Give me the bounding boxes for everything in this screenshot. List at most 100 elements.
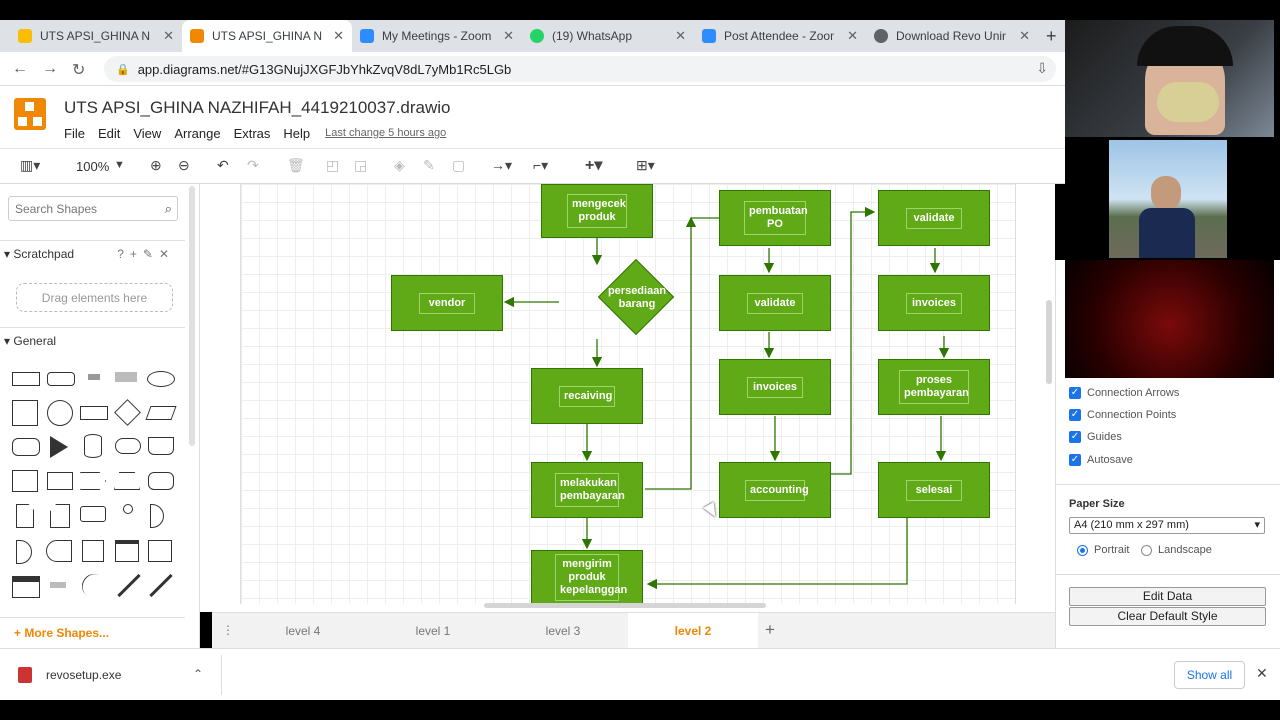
hexagon-shape-icon[interactable] bbox=[12, 438, 40, 456]
close-icon[interactable]: ✕ bbox=[503, 28, 514, 43]
document-shape-icon[interactable] bbox=[148, 437, 174, 455]
reload-icon[interactable]: ↻ bbox=[72, 62, 86, 79]
cylinder-shape-icon[interactable] bbox=[84, 434, 102, 458]
browser-tab-2[interactable]: UTS APSI_GHINA NA ✕ bbox=[182, 20, 352, 52]
format-panel-icon[interactable]: ▥▾ bbox=[20, 157, 41, 173]
redo-icon[interactable]: ↷ bbox=[247, 157, 259, 173]
connection-icon[interactable]: →▾ bbox=[491, 157, 513, 173]
scratchpad-header[interactable]: ▾ Scratchpad ?+✎✕ bbox=[0, 240, 185, 268]
landscape-radio[interactable]: Landscape bbox=[1141, 544, 1212, 556]
close-icon[interactable]: ✕ bbox=[333, 28, 344, 43]
add-page-icon[interactable]: + bbox=[765, 620, 775, 639]
list-item-shape-icon[interactable] bbox=[50, 582, 66, 588]
close-icon[interactable]: ✕ bbox=[163, 28, 174, 43]
connector-arrow[interactable] bbox=[645, 216, 697, 490]
close-icon[interactable]: ✕ bbox=[1256, 665, 1268, 681]
close-icon[interactable]: ✕ bbox=[847, 28, 858, 43]
shadow-icon[interactable]: ▢ bbox=[452, 157, 466, 173]
browser-tab-3[interactable]: My Meetings - Zoom ✕ bbox=[352, 20, 522, 52]
node-melakukan-pembayaran[interactable]: melakukan pembayaran bbox=[531, 462, 643, 518]
note-shape-icon[interactable] bbox=[16, 504, 34, 528]
zoom-level[interactable]: 100% bbox=[76, 159, 110, 174]
step-shape-icon[interactable] bbox=[80, 472, 106, 490]
scratchpad-drop-area[interactable]: Drag elements here bbox=[16, 283, 173, 312]
edit-data-button[interactable]: Edit Data bbox=[1069, 587, 1266, 606]
browser-tab-6[interactable]: Download Revo Unins ✕ bbox=[866, 20, 1038, 52]
search-icon[interactable]: ⌕ bbox=[164, 201, 172, 216]
menu-arrange[interactable]: Arrange bbox=[174, 126, 221, 141]
close-icon[interactable]: ✕ bbox=[675, 28, 686, 43]
node-mengirim-produk[interactable]: mengirim produk kepelanggan bbox=[531, 550, 643, 604]
rounded-rectangle-shape-icon[interactable] bbox=[47, 372, 75, 386]
data-storage-shape-icon[interactable] bbox=[46, 540, 72, 562]
zoom-out-icon[interactable]: ⊖ bbox=[178, 157, 190, 173]
textbox-shape-icon[interactable] bbox=[115, 372, 137, 382]
node-validate-1[interactable]: validate bbox=[719, 275, 831, 331]
more-shapes-button[interactable]: + More Shapes... bbox=[0, 617, 185, 648]
actor-shape-icon[interactable] bbox=[123, 504, 133, 514]
new-tab-icon[interactable]: + bbox=[1046, 26, 1057, 46]
diagram-canvas[interactable]: mengecek produk vendor persediaan barang… bbox=[200, 184, 1055, 612]
cube-shape-icon[interactable] bbox=[47, 472, 73, 490]
insert-icon[interactable]: +▾ bbox=[585, 157, 603, 174]
browser-tab-4[interactable]: (19) WhatsApp ✕ bbox=[522, 20, 694, 52]
forward-icon[interactable]: → bbox=[42, 60, 58, 77]
portrait-radio[interactable]: Portrait bbox=[1077, 544, 1129, 556]
menu-extras[interactable]: Extras bbox=[233, 126, 271, 141]
menu-edit[interactable]: Edit bbox=[97, 126, 121, 141]
download-item[interactable]: revosetup.exe bbox=[18, 667, 121, 683]
arrow-shape-icon[interactable] bbox=[149, 573, 173, 598]
scratchpad-actions-icon[interactable]: ?+✎✕ bbox=[117, 247, 175, 261]
pages-menu-icon[interactable]: ⋮ bbox=[222, 623, 234, 637]
video-participant-2[interactable] bbox=[1065, 140, 1274, 258]
clear-default-style-button[interactable]: Clear Default Style bbox=[1069, 607, 1266, 626]
browser-tab-1[interactable]: UTS APSI_GHINA NA ✕ bbox=[10, 20, 182, 52]
container-shape-icon[interactable] bbox=[148, 540, 172, 562]
tab-level-4[interactable]: level 4 bbox=[285, 624, 321, 638]
show-all-button[interactable]: Show all bbox=[1174, 661, 1245, 689]
frame-shape-icon[interactable] bbox=[82, 540, 104, 562]
menu-file[interactable]: File bbox=[64, 126, 85, 141]
connector-arrow[interactable] bbox=[831, 206, 876, 475]
to-back-icon[interactable]: ◲ bbox=[354, 157, 368, 173]
node-accounting[interactable]: accounting bbox=[719, 462, 831, 518]
canvas-vertical-scrollbar[interactable] bbox=[1046, 300, 1052, 384]
diamond-shape-icon[interactable] bbox=[114, 399, 141, 426]
line-color-icon[interactable]: ✎ bbox=[423, 157, 435, 173]
list-shape-icon[interactable] bbox=[12, 576, 40, 598]
tape-shape-icon[interactable] bbox=[148, 472, 174, 490]
ellipse-shape-icon[interactable] bbox=[147, 371, 175, 387]
cloud-shape-icon[interactable] bbox=[115, 438, 141, 454]
trapezoid-shape-icon[interactable] bbox=[114, 472, 140, 490]
guides-checkbox[interactable]: ✓Guides bbox=[1069, 431, 1122, 443]
back-icon[interactable]: ← bbox=[12, 60, 28, 77]
triangle-shape-icon[interactable] bbox=[50, 436, 68, 458]
node-vendor[interactable]: vendor bbox=[391, 275, 503, 331]
general-header[interactable]: ▾ General bbox=[0, 327, 185, 355]
internal-storage-shape-icon[interactable] bbox=[12, 470, 38, 492]
connection-arrows-checkbox[interactable]: ✓Connection Arrows bbox=[1069, 387, 1179, 399]
or-shape-icon[interactable] bbox=[150, 504, 164, 528]
search-shapes-input[interactable]: Search Shapes ⌕ bbox=[8, 196, 178, 221]
chevron-down-icon[interactable]: ▼ bbox=[114, 159, 125, 171]
curve-shape-icon[interactable] bbox=[77, 569, 111, 603]
menu-help[interactable]: Help bbox=[283, 126, 311, 141]
callout-shape-icon[interactable] bbox=[80, 506, 106, 522]
node-validate-2[interactable]: validate bbox=[878, 190, 990, 246]
node-recaiving[interactable]: recaiving bbox=[531, 368, 643, 424]
fill-color-icon[interactable]: ◈ bbox=[394, 157, 405, 173]
bidirectional-arrow-icon[interactable] bbox=[117, 573, 141, 598]
menu-view[interactable]: View bbox=[133, 126, 162, 141]
square-shape-icon[interactable] bbox=[12, 400, 38, 426]
zoom-in-icon[interactable]: ⊕ bbox=[150, 157, 162, 173]
to-front-icon[interactable]: ◰ bbox=[326, 157, 340, 173]
tab-level-2[interactable]: level 2 bbox=[628, 613, 758, 649]
tab-level-3[interactable]: level 3 bbox=[545, 624, 581, 638]
node-mengecek-produk[interactable]: mengecek produk bbox=[541, 184, 653, 238]
address-bar[interactable]: 🔒 app.diagrams.net/#G13GNujJXGFJbYhkZvqV… bbox=[104, 56, 1056, 82]
browser-tab-5[interactable]: Post Attendee - Zoom ✕ bbox=[694, 20, 866, 52]
node-selesai[interactable]: selesai bbox=[878, 462, 990, 518]
rectangle-shape-icon[interactable] bbox=[12, 372, 40, 386]
process-shape-icon[interactable] bbox=[80, 406, 108, 420]
delete-icon[interactable]: 🗑 bbox=[287, 157, 305, 173]
